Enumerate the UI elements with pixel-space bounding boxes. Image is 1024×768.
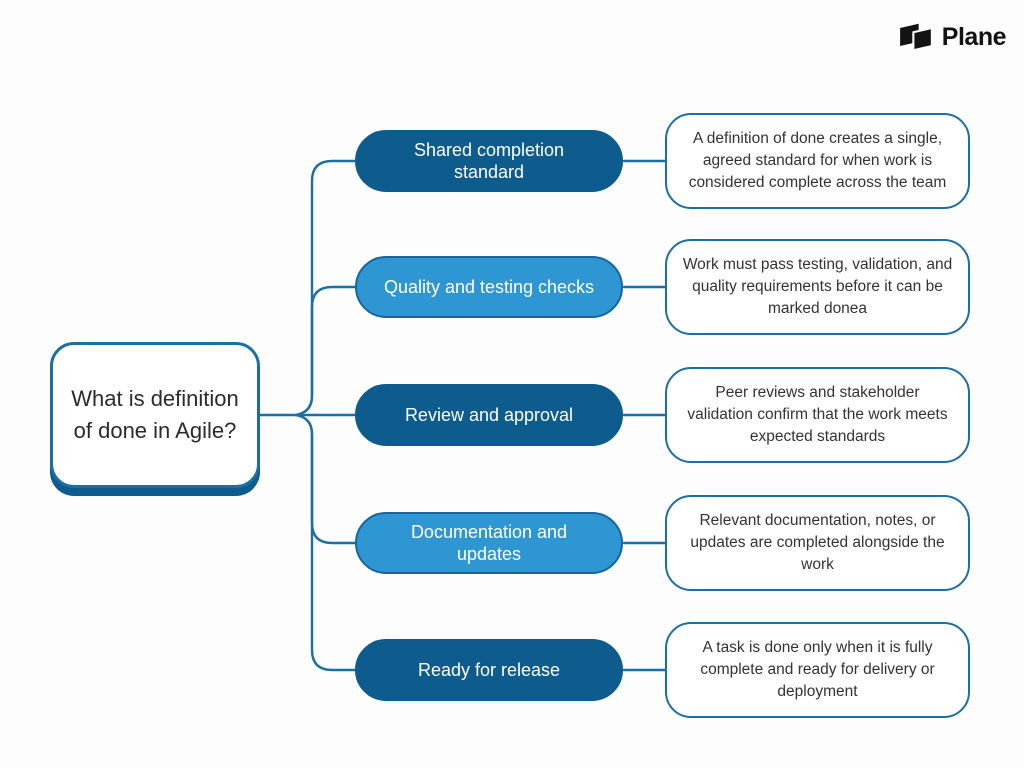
description-box-shared-completion-standard: A definition of done creates a single, a… — [665, 113, 970, 209]
branch-node-ready-for-release: Ready for release — [355, 639, 623, 701]
branch-label: Shared completion standard — [413, 139, 565, 183]
description-text: Relevant documentation, notes, or update… — [690, 512, 945, 573]
description-text: A task is done only when it is fully com… — [700, 639, 935, 700]
branch-label: Review and approval — [404, 404, 574, 425]
description-text: Work must pass testing, validation, and … — [682, 256, 953, 317]
branch-label: Documentation and updates — [410, 521, 568, 565]
description-text: Peer reviews and stakeholder validation … — [687, 384, 948, 445]
description-box-quality-and-testing-checks: Work must pass testing, validation, and … — [665, 239, 970, 335]
description-box-review-and-approval: Peer reviews and stakeholder validation … — [665, 367, 970, 463]
branch-node-shared-completion-standard: Shared completion standard — [355, 130, 623, 192]
branch-node-documentation-and-updates: Documentation and updates — [355, 512, 623, 574]
branch-node-quality-and-testing-checks: Quality and testing checks — [355, 256, 623, 318]
branch-label: Ready for release — [417, 659, 561, 680]
description-box-documentation-and-updates: Relevant documentation, notes, or update… — [665, 495, 970, 591]
central-node-title: What is definition of done in Agile? — [71, 386, 239, 443]
plane-logo-text: Plane — [941, 22, 1007, 51]
description-text: A definition of done creates a single, a… — [688, 130, 947, 191]
central-node: What is definition of done in Agile? — [50, 342, 260, 488]
description-box-ready-for-release: A task is done only when it is fully com… — [665, 622, 970, 718]
plane-logo: Plane — [898, 22, 1007, 52]
branch-label: Quality and testing checks — [383, 276, 595, 297]
plane-logo-icon — [899, 23, 933, 52]
branch-node-review-and-approval: Review and approval — [355, 384, 623, 446]
